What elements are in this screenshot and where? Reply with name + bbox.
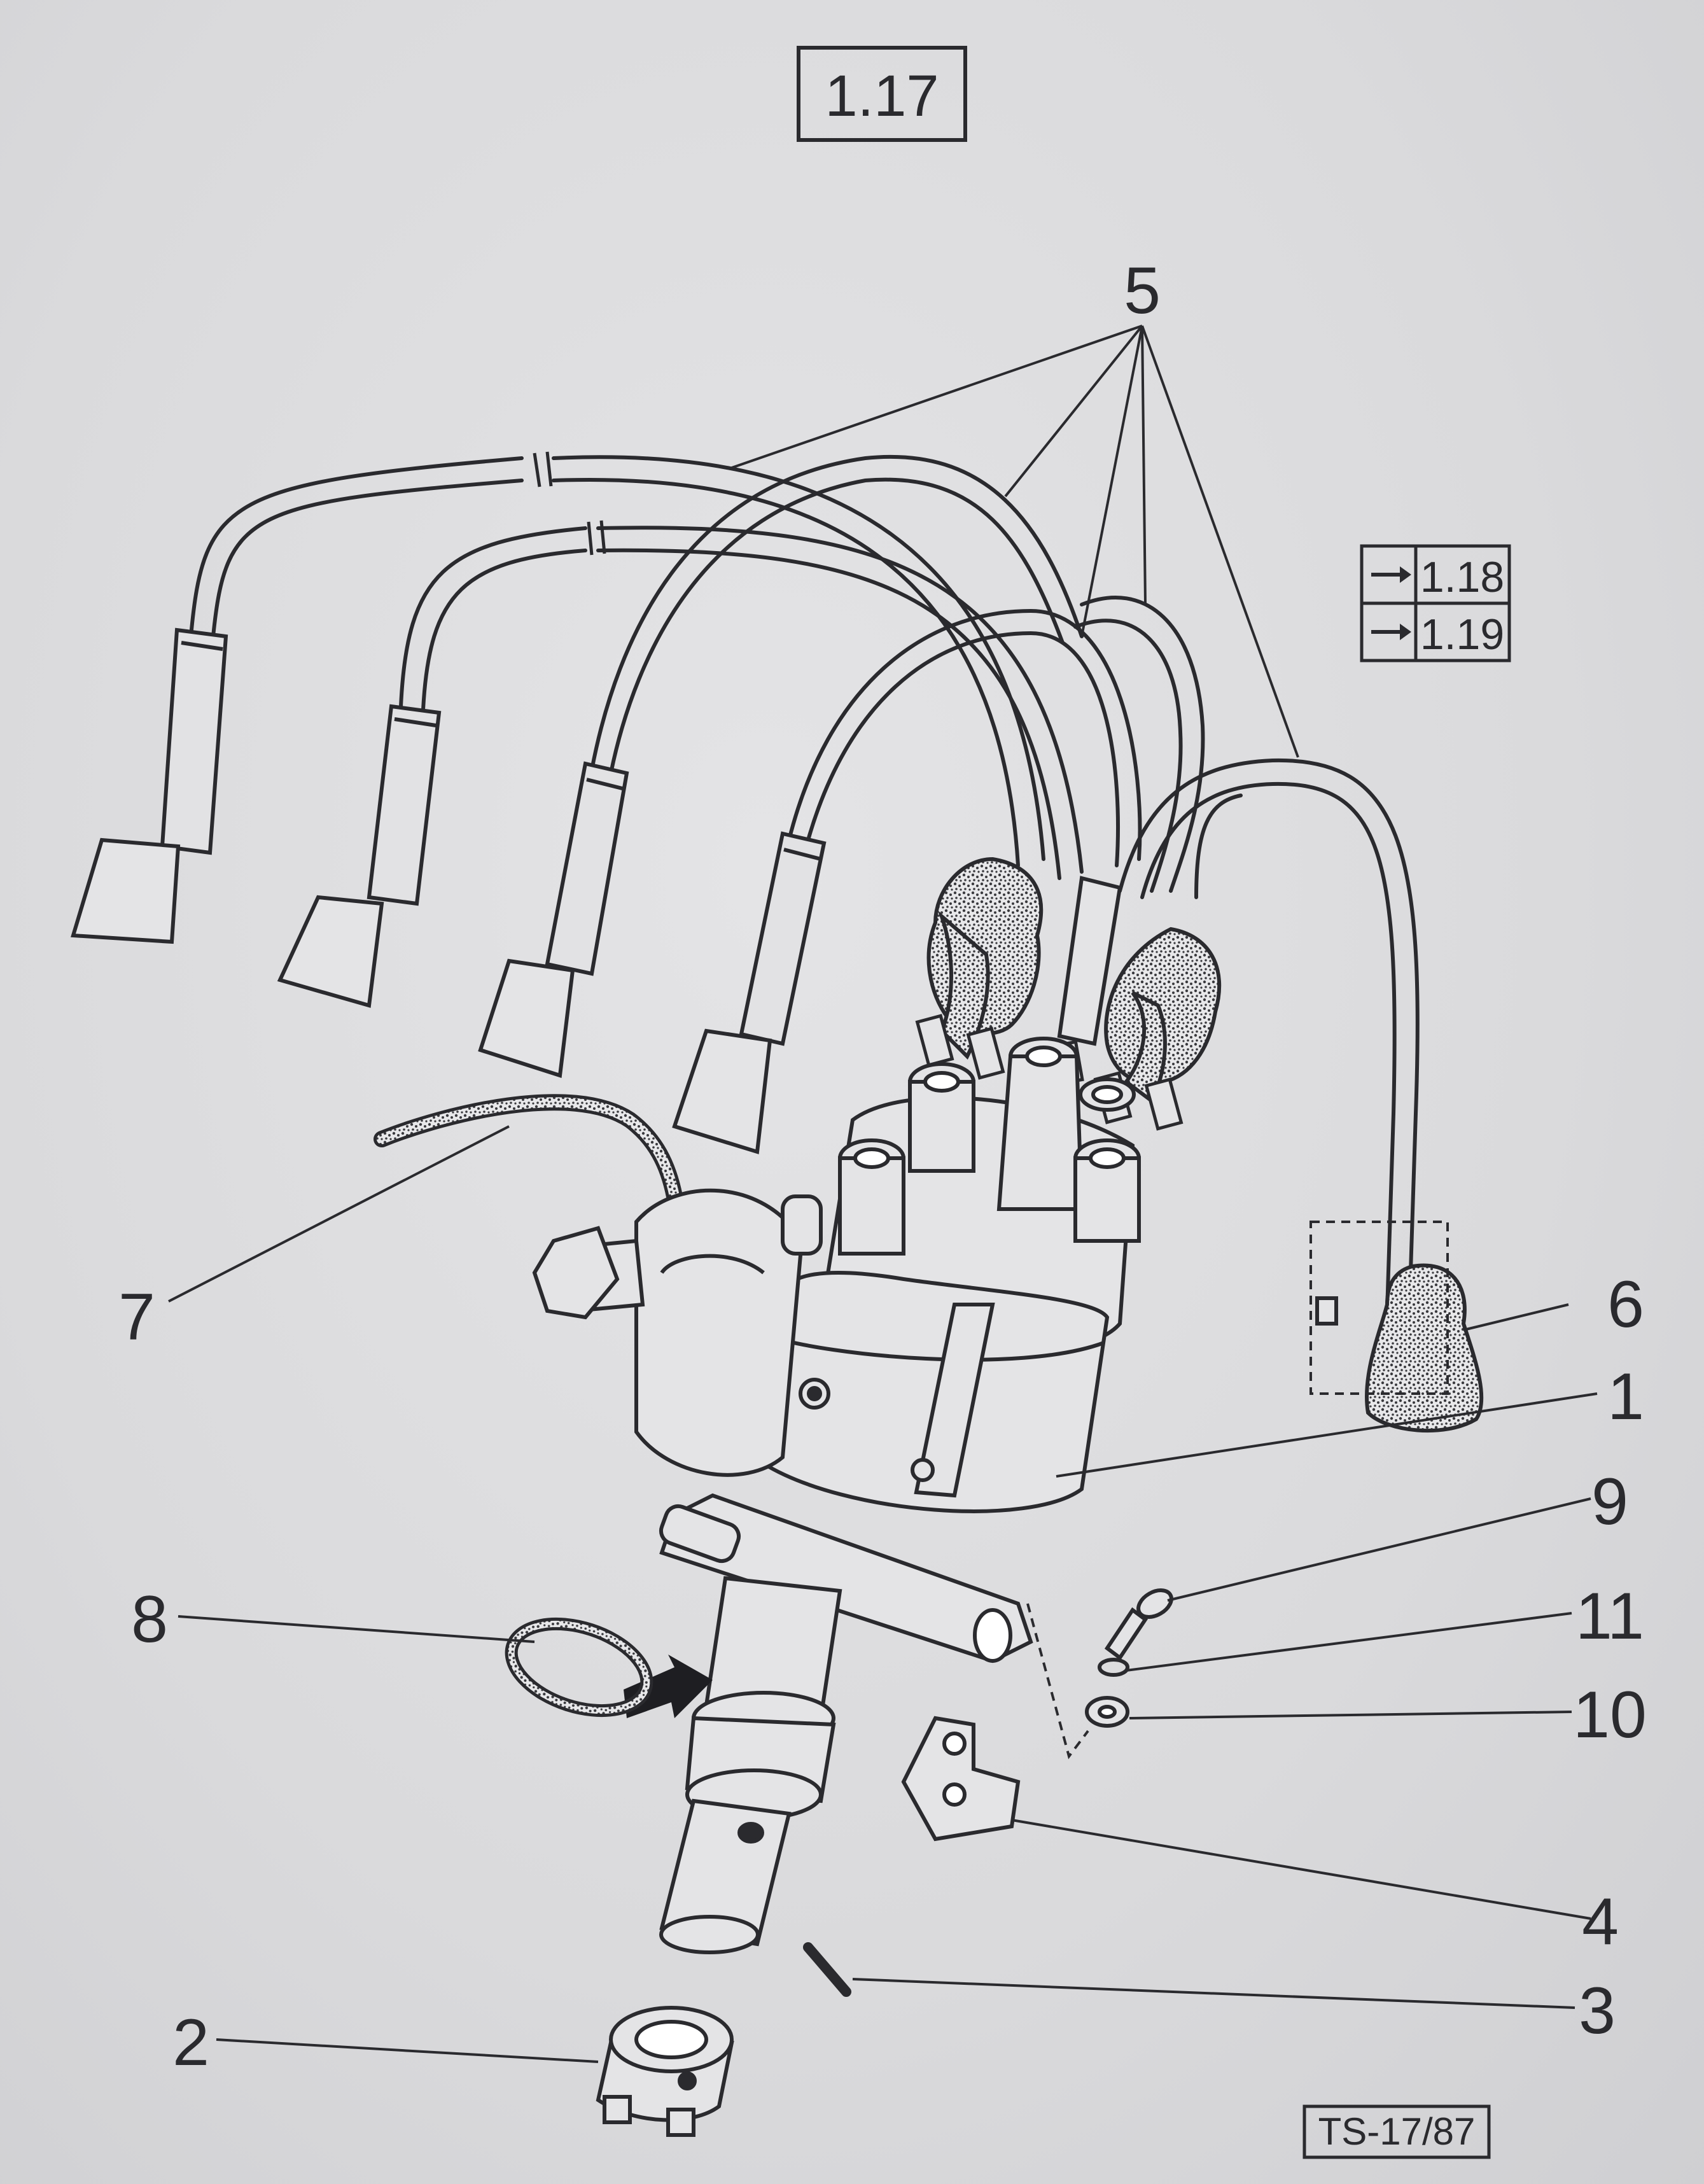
sheet-number: 1.17 <box>825 64 939 129</box>
ignition-leads <box>189 454 1420 1313</box>
sheet-number-box: 1.17 <box>797 46 967 142</box>
lead-boots <box>926 857 1222 1104</box>
callout-9: 9 <box>1591 1465 1628 1539</box>
roll-pin <box>803 1942 851 1997</box>
assembly-path-line <box>1026 1603 1089 1760</box>
distributor-assembly <box>532 1037 1141 1954</box>
callout-4: 4 <box>1582 1885 1619 1959</box>
spark-plug-connectors <box>71 627 827 1154</box>
callout-1: 1 <box>1607 1360 1644 1434</box>
callout-2: 2 <box>172 2006 209 2080</box>
drive-coupling <box>596 2006 734 2137</box>
vacuum-hose <box>374 1094 683 1205</box>
callout-5: 5 <box>1124 254 1161 328</box>
drawing-code-box: TS-17/87 <box>1302 2104 1491 2159</box>
coil-boot <box>1309 1221 1484 1433</box>
callout-labels: 5 6 1 7 9 11 8 10 4 3 2 <box>118 254 1647 2080</box>
arrow-right-icon <box>1371 624 1411 640</box>
callout-10: 10 <box>1573 1678 1647 1752</box>
callout-6: 6 <box>1607 1268 1644 1341</box>
lead-break-marks <box>533 451 606 556</box>
drawing-code: TS-17/87 <box>1318 2110 1476 2153</box>
leader-lines <box>168 325 1598 2063</box>
callout-3: 3 <box>1579 1974 1616 2048</box>
fasteners <box>1085 1588 1173 1728</box>
cross-reference-2: 1.19 <box>1420 610 1504 659</box>
callout-11: 11 <box>1575 1579 1644 1653</box>
cross-reference-1: 1.18 <box>1420 553 1504 601</box>
cross-reference-box: 1.18 1.19 <box>1360 544 1511 662</box>
arrow-right-icon <box>1371 566 1411 583</box>
callout-8: 8 <box>131 1583 168 1656</box>
o-ring <box>505 1617 653 1718</box>
callout-7: 7 <box>118 1280 155 1354</box>
clamp-bracket <box>901 1716 1021 1842</box>
direction-arrow-icon <box>624 1655 713 1718</box>
